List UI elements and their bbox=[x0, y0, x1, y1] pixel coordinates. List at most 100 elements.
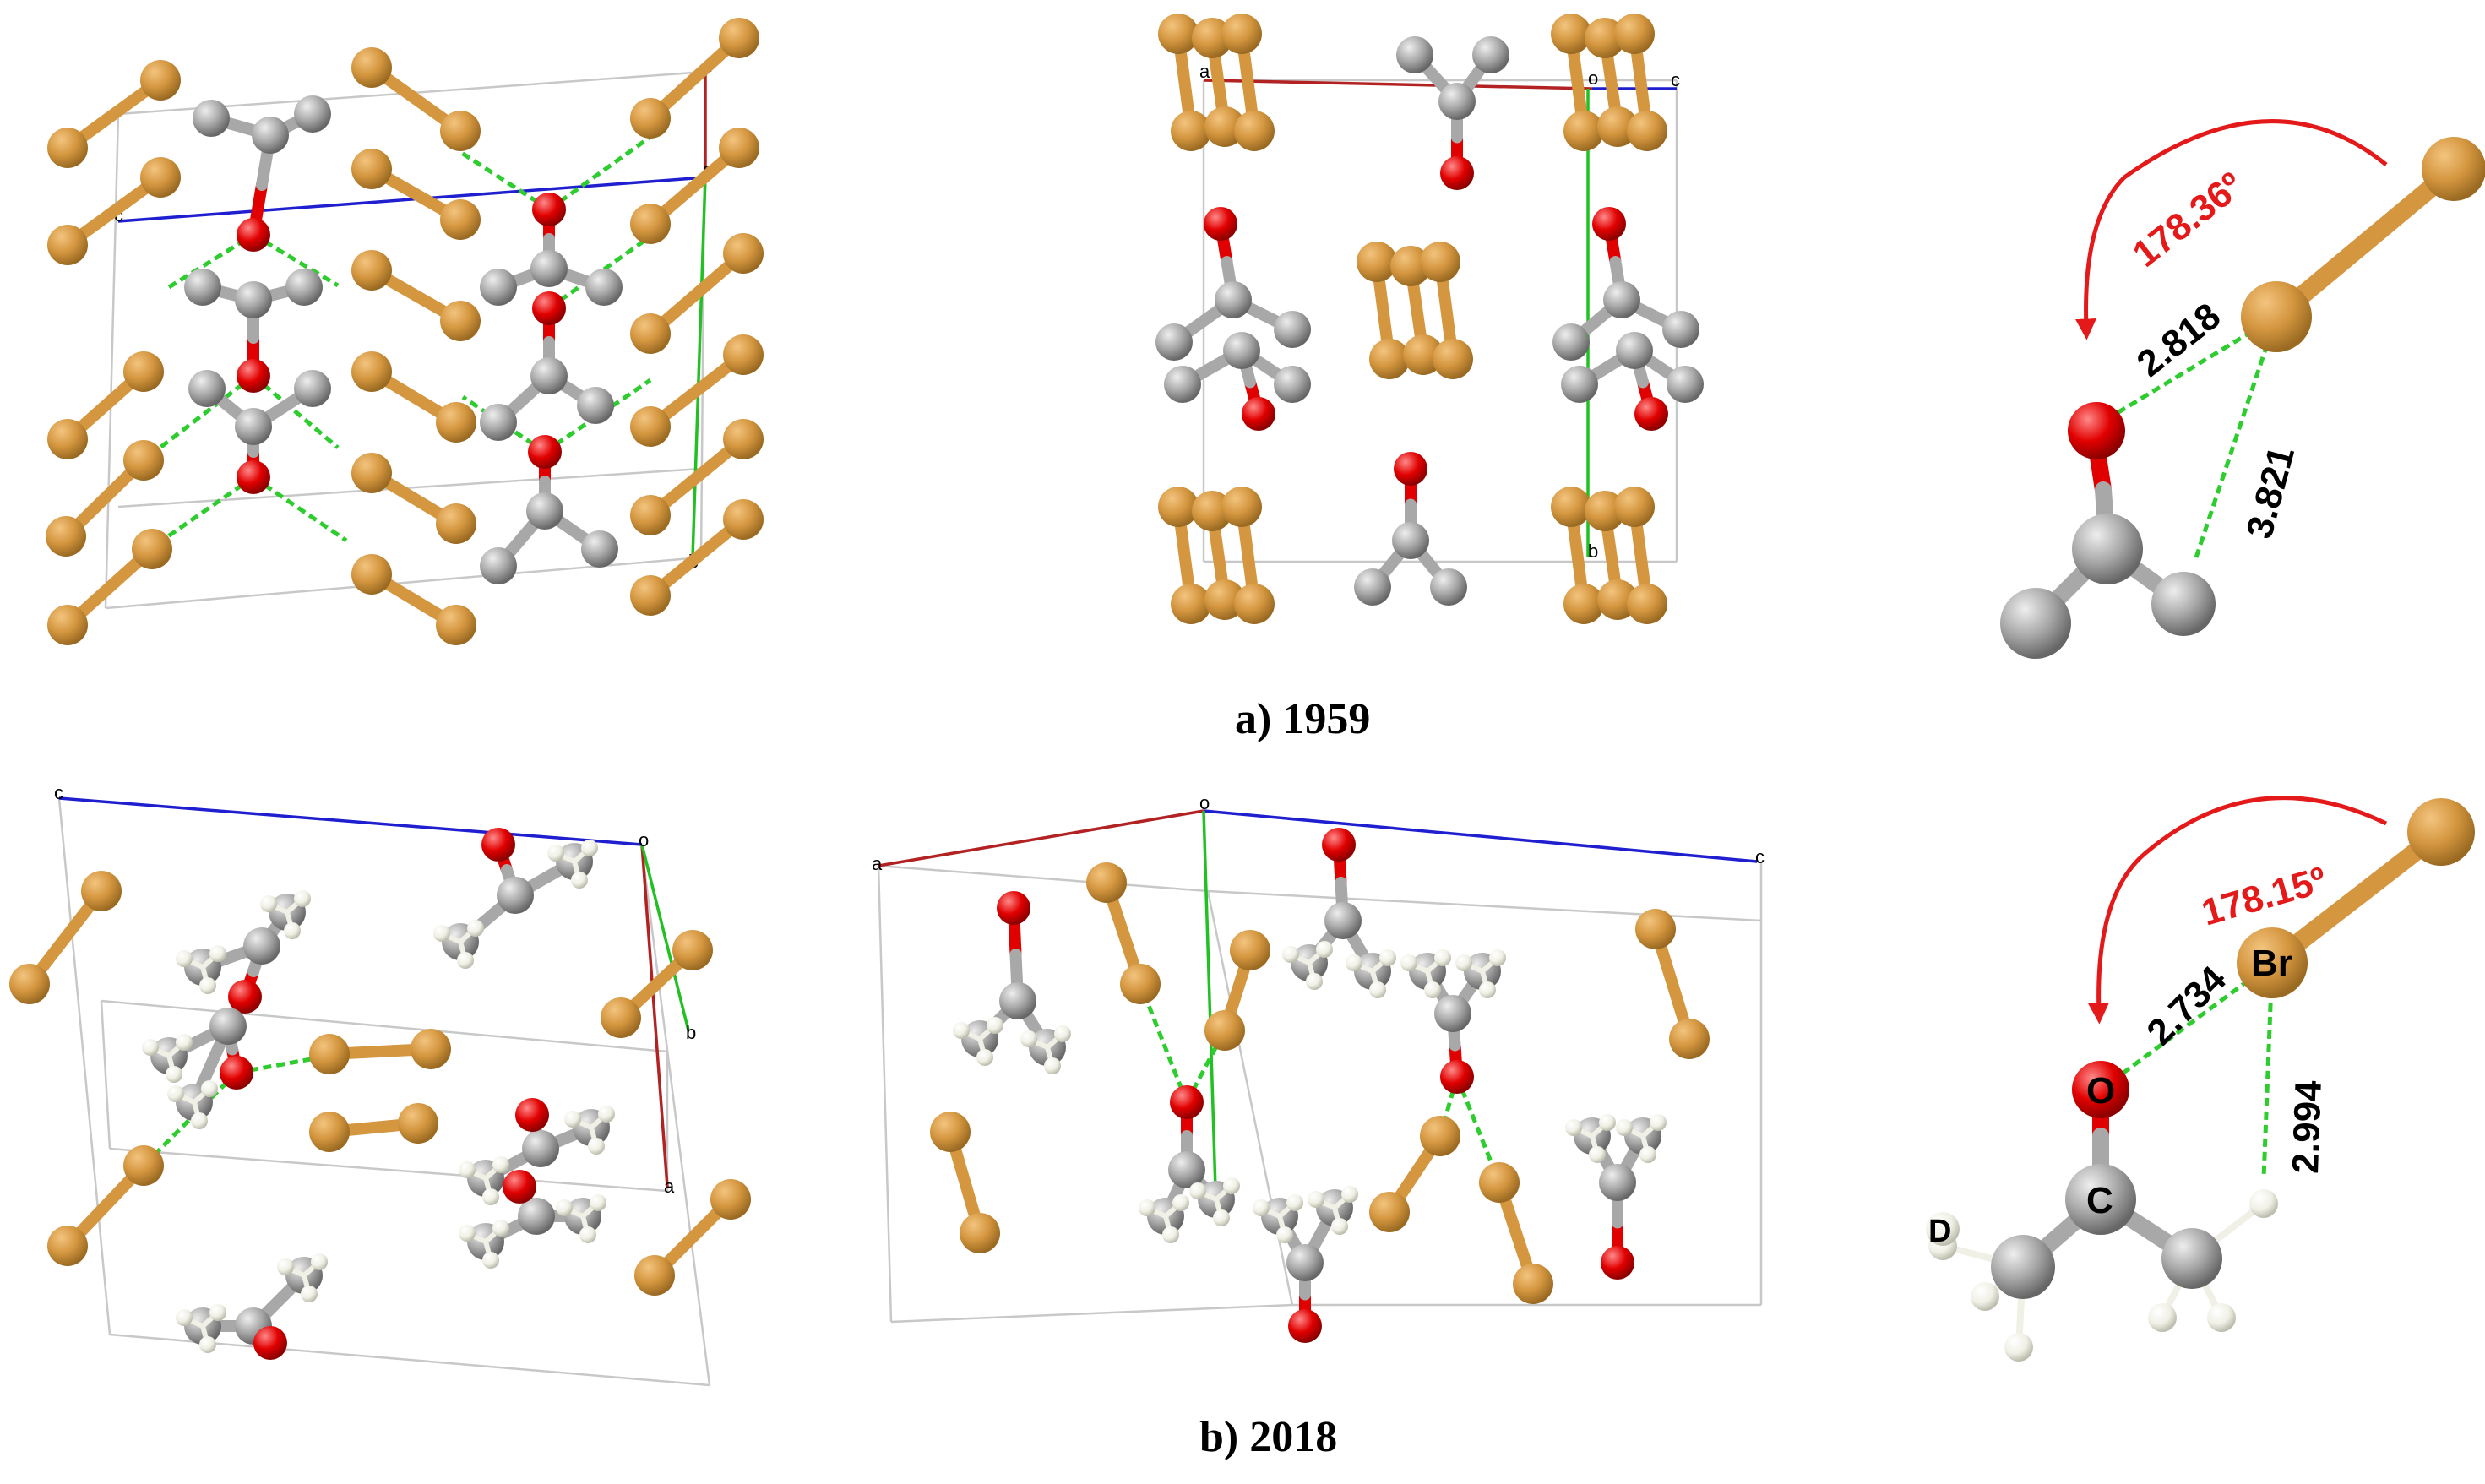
axis-b bbox=[640, 844, 690, 1031]
carbon-atom bbox=[1991, 1235, 2055, 1299]
bromine-atom bbox=[1597, 579, 1638, 620]
bromine-atom bbox=[351, 149, 392, 189]
carbon-atom bbox=[2000, 588, 2071, 659]
hydrogen-atom bbox=[1971, 1282, 1999, 1311]
hydrogen-atom bbox=[588, 1138, 605, 1155]
hydrogen-atom bbox=[277, 1258, 294, 1275]
halogen-bond bbox=[1438, 1076, 1460, 1137]
top-dist-c-br-label: 3.821 bbox=[2238, 443, 2303, 543]
cell-edge bbox=[100, 1000, 111, 1150]
axis-b bbox=[691, 177, 707, 558]
hydrogen-atom bbox=[142, 1039, 159, 1056]
caption-1959: a) 1959 bbox=[1235, 695, 1371, 743]
carbon-atom bbox=[1286, 1244, 1324, 1281]
hydrogen-atom bbox=[467, 920, 484, 937]
hydrogen-atom bbox=[492, 1156, 509, 1173]
bromine-atom bbox=[123, 351, 164, 392]
hydrogen-atom bbox=[459, 1225, 476, 1242]
bromine-atom bbox=[1669, 1019, 1710, 1059]
bromine-atom bbox=[1420, 242, 1460, 282]
bromine-atom bbox=[411, 1029, 451, 1069]
bromine-atom bbox=[123, 1145, 164, 1186]
hydrogen-atom bbox=[1639, 1146, 1656, 1163]
hydrogen-atom bbox=[1044, 1057, 1061, 1074]
panel-1959-detail bbox=[2000, 119, 2485, 659]
bromine-atom bbox=[1158, 487, 1199, 527]
axis-c bbox=[117, 176, 706, 223]
carbon-atom bbox=[294, 95, 331, 133]
carbon-atom bbox=[999, 982, 1036, 1019]
bromine-atom bbox=[1403, 334, 1444, 375]
hydrogen-atom bbox=[1379, 949, 1396, 966]
oxygen-atom bbox=[1204, 207, 1237, 241]
hydrogen-atom bbox=[301, 1286, 318, 1302]
carbon-atom bbox=[530, 357, 568, 394]
bromine-atom bbox=[1204, 106, 1245, 147]
bromine-atom bbox=[47, 225, 88, 265]
bromine-atom bbox=[723, 233, 764, 274]
hydrogen-atom bbox=[1455, 954, 1472, 971]
bromine-atom bbox=[719, 128, 759, 168]
bromine-atom bbox=[436, 402, 476, 443]
hydrogen-atom bbox=[598, 1106, 615, 1123]
axis-label-a: a bbox=[664, 1176, 675, 1197]
hydrogen-atom bbox=[1926, 1212, 1960, 1246]
hydrogen-atom bbox=[564, 1111, 581, 1128]
bromine-atom bbox=[440, 199, 481, 240]
hydrogen-atom bbox=[2207, 1303, 2236, 1332]
carbon-atom bbox=[1667, 366, 1704, 403]
carbon-atom bbox=[1552, 323, 1590, 361]
hydrogen-atom bbox=[482, 1188, 499, 1205]
top-angle-label: 178.36º bbox=[2125, 165, 2251, 275]
axis-a bbox=[878, 809, 1204, 867]
hydrogen-atom bbox=[1139, 1199, 1155, 1216]
bromine-atom bbox=[1369, 1192, 1410, 1232]
bromine-atom bbox=[46, 516, 86, 557]
oxygen-atom bbox=[2072, 1061, 2129, 1118]
carbon-atom bbox=[1168, 1151, 1205, 1188]
carbon-atom bbox=[188, 370, 226, 407]
halogen-bond bbox=[543, 378, 652, 454]
carbon-atom bbox=[530, 250, 568, 287]
bromine-atom bbox=[47, 128, 88, 168]
atom-label-o: O bbox=[2086, 1070, 2115, 1112]
carbon-atom bbox=[1223, 332, 1260, 369]
hydrogen-atom bbox=[1316, 941, 1333, 958]
bromine-atom bbox=[123, 440, 164, 481]
bromine-atom bbox=[1192, 491, 1232, 531]
bromine-atom bbox=[2422, 137, 2485, 201]
hydrogen-atom bbox=[2249, 1189, 2278, 1218]
cell-edge bbox=[117, 467, 702, 508]
bromine-atom bbox=[1479, 1162, 1520, 1203]
atom-label-c: C bbox=[2086, 1180, 2113, 1221]
oxygen-atom bbox=[237, 460, 270, 494]
carbon-atom bbox=[1603, 281, 1640, 318]
axis-label-o: o bbox=[1588, 68, 1598, 89]
axis-label-b: b bbox=[686, 1022, 696, 1043]
carbon-atom bbox=[480, 404, 517, 441]
bromine-atom bbox=[630, 575, 671, 616]
carbon-atom bbox=[1274, 311, 1311, 348]
cell-edge bbox=[104, 113, 120, 609]
bromine-atom bbox=[1357, 242, 1397, 282]
bromine-atom bbox=[630, 204, 671, 244]
bond bbox=[644, 247, 749, 340]
bromine-atom bbox=[351, 554, 392, 595]
axis-label-b: b bbox=[1588, 541, 1598, 562]
bromine-atom bbox=[351, 453, 392, 493]
oxygen-atom bbox=[1634, 397, 1668, 431]
bromine-atom bbox=[1563, 584, 1604, 624]
carbon-atom bbox=[1616, 332, 1653, 369]
oxygen-atom bbox=[1170, 1085, 1204, 1119]
hydrogen-atom bbox=[1369, 981, 1386, 998]
bromine-atom bbox=[1204, 579, 1245, 620]
bromine-atom bbox=[351, 250, 392, 291]
carbon-atom bbox=[1324, 902, 1362, 939]
bromine-atom bbox=[1614, 487, 1655, 527]
bromine-atom bbox=[1420, 1116, 1460, 1156]
carbon-atom bbox=[1164, 366, 1201, 403]
bromine-atom bbox=[723, 499, 764, 540]
oxygen-atom bbox=[481, 828, 515, 862]
halogen-bond bbox=[547, 134, 652, 212]
